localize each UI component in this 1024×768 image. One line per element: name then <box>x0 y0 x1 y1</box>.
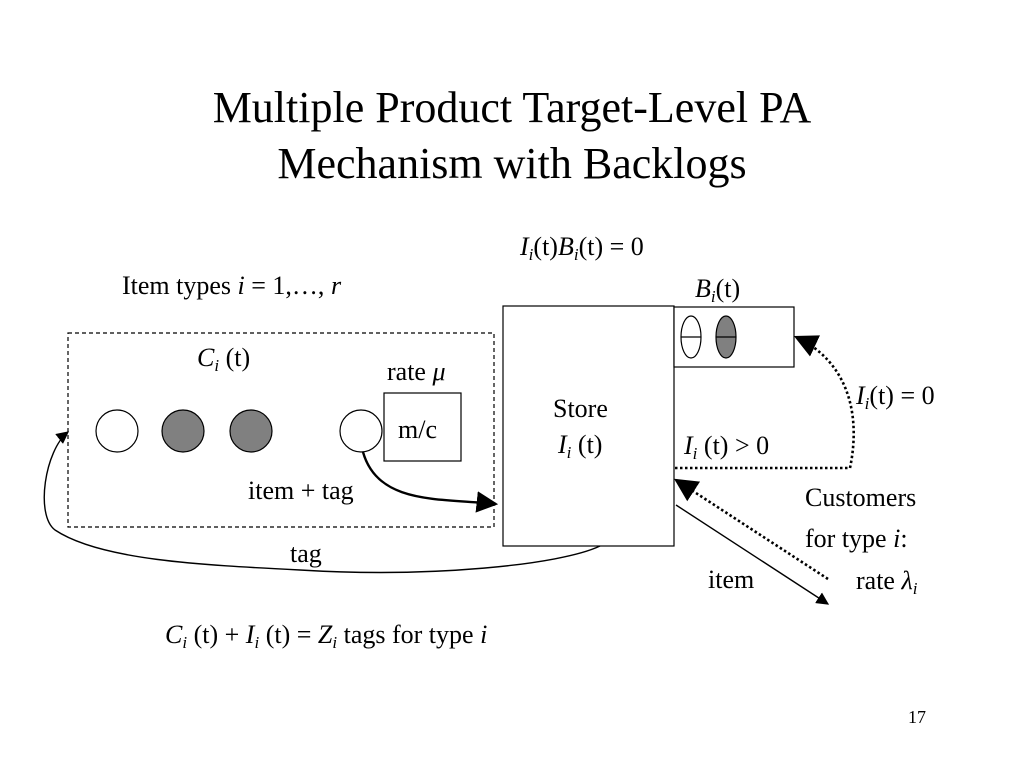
arrival-rate-label: rate λi <box>856 566 918 598</box>
queue-label: Ci (t) <box>197 343 251 375</box>
customers-label-line1: Customers <box>805 483 917 512</box>
queue-area <box>67 332 495 528</box>
customers-label-line2: for type i: <box>805 524 908 553</box>
store-demand-arrow <box>674 478 829 581</box>
item-in-process <box>339 409 383 453</box>
title-line-1: Multiple Product Target-Level PA <box>212 83 812 132</box>
store-inventory-label: Ii (t) <box>558 430 603 462</box>
backlog-label: Bi(t) <box>695 274 741 306</box>
machine-label: m/c <box>398 415 437 444</box>
queue-item-filled <box>161 409 205 453</box>
store-name: Store <box>553 394 608 423</box>
empty-inventory-label: Ii(t) = 0 <box>856 381 935 413</box>
slide-title: Multiple Product Target-Level PA Mechani… <box>0 80 1024 192</box>
tag-return-arrow <box>43 431 601 574</box>
item-label: item <box>708 565 755 594</box>
page-number: 17 <box>908 707 926 727</box>
service-rate-label: rate μ <box>387 357 446 386</box>
tag-label: tag <box>290 539 322 568</box>
store-box <box>502 305 675 547</box>
positive-inventory-label: Ii (t) > 0 <box>684 431 770 463</box>
item-tag-arrow <box>361 451 499 513</box>
item-delivery-arrow <box>675 504 830 605</box>
item-tag-label: item + tag <box>248 476 354 505</box>
tag-equation: Ci (t) + Ii (t) = Zi tags for type i <box>165 620 488 652</box>
machine-box <box>383 392 462 462</box>
item-types-label: Item types i = 1,…, r <box>122 271 342 300</box>
title-line-2: Mechanism with Backlogs <box>277 139 747 188</box>
complementarity-label: Ii(t)Bi(t) = 0 <box>520 232 644 264</box>
queue-item-empty <box>95 409 139 453</box>
queue-item-filled <box>229 409 273 453</box>
